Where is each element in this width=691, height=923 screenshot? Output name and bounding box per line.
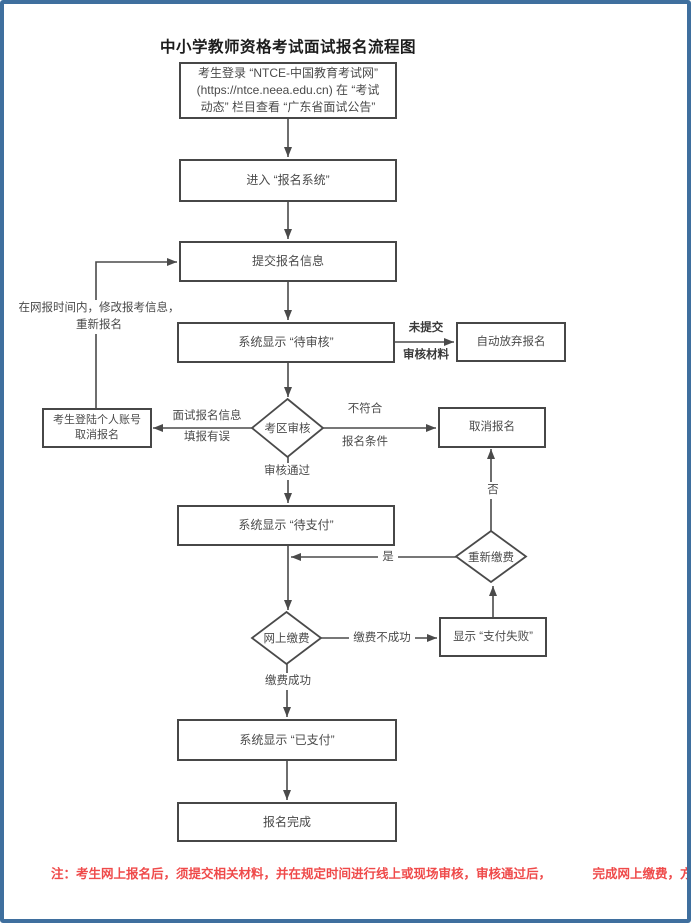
node-status-pending-pay-label: 系统显示 “待支付” xyxy=(238,518,334,533)
node-status-paid-label: 系统显示 “已支付” xyxy=(239,732,335,747)
node-done: 报名完成 xyxy=(177,802,397,842)
edge-label-yes: 是 xyxy=(378,549,398,566)
node-auto-abandon: 自动放弃报名 xyxy=(456,322,566,362)
node-done-label: 报名完成 xyxy=(262,814,311,829)
decision-repay: 重新缴费 xyxy=(468,551,514,564)
node-pay-failed-label: 显示 “支付失败” xyxy=(453,630,533,643)
decision-pay-online: 网上缴费 xyxy=(263,633,310,645)
node-submit-info-label: 提交报名信息 xyxy=(251,254,324,269)
edge-label-info-wrong-line2: 填报有误 xyxy=(184,431,230,443)
edge-label-info-wrong-line1: 面试报名信息 xyxy=(172,410,242,422)
node-status-paid: 系统显示 “已支付” xyxy=(177,719,397,761)
node-login: 考生登录 “NTCE-中国教育考试网” (https://ntce.neea.e… xyxy=(179,62,397,119)
decision-area-review: 考区审核 xyxy=(264,423,311,435)
edge-label-not-submitted-line1: 未提交 xyxy=(408,322,444,334)
edge-label-not-submitted-line2: 审核材料 xyxy=(403,349,449,361)
node-status-pending-review-label: 系统显示 “待审核” xyxy=(238,335,334,350)
node-cancel: 取消报名 xyxy=(438,407,546,448)
node-pay-failed: 显示 “支付失败” xyxy=(439,617,547,657)
node-submit-info: 提交报名信息 xyxy=(179,241,397,282)
edge-label-modify-line1: 在网报时间内，修改报考信息， xyxy=(18,302,180,314)
edge-label-pay-fail: 缴费不成功 xyxy=(349,630,415,647)
decision-area-review-shape xyxy=(250,397,325,459)
node-auto-abandon-label: 自动放弃报名 xyxy=(476,335,546,348)
node-cancel-label: 取消报名 xyxy=(469,421,515,434)
node-login-cancel-line1: 考生登陆个人账号 xyxy=(53,413,141,426)
decision-repay-shape xyxy=(454,529,528,584)
edge-label-modify: 在网报时间内，修改报考信息， 重新报名 xyxy=(12,300,186,334)
footer-note: 注：考生网上报名后，须提交相关材料，并在规定时间进行线上或现场审核，审核通过后，… xyxy=(51,864,688,884)
node-login-line2: (https://ntce.neea.edu.cn) 在 “考试 xyxy=(196,83,380,98)
edge-label-pay-success: 缴费成功 xyxy=(260,673,316,690)
footer-note-line2: 完成网上缴费，方为报名成功。 xyxy=(592,867,688,881)
node-enter-system-label: 进入 “报名系统” xyxy=(246,173,330,188)
edge-label-review-pass: 审核通过 xyxy=(259,463,315,480)
edge-label-no: 否 xyxy=(483,482,503,499)
flow-connectors xyxy=(95,119,528,800)
node-login-line1: 考生登录 “NTCE-中国教育考试网” xyxy=(198,66,378,81)
edge-login-cancel-to-submit xyxy=(95,258,177,409)
node-login-line3: 动态” 栏目查看 “广东省面试公告” xyxy=(200,99,376,114)
node-status-pending-review: 系统显示 “待审核” xyxy=(177,322,395,363)
node-enter-system: 进入 “报名系统” xyxy=(179,159,397,202)
node-status-pending-pay: 系统显示 “待支付” xyxy=(177,505,395,546)
decision-pay-online-shape xyxy=(250,610,323,666)
page-title: 中小学教师资格考试面试报名流程图 xyxy=(159,39,416,56)
edge-label-modify-line2: 重新报名 xyxy=(76,319,122,331)
edge-label-not-qualified-line2: 报名条件 xyxy=(342,436,388,448)
node-login-cancel-line2: 取消报名 xyxy=(75,429,119,441)
footer-note-line1: 注：考生网上报名后，须提交相关材料，并在规定时间进行线上或现场审核，审核通过后， xyxy=(51,867,552,881)
edge-label-not-qualified-line1: 不符合 xyxy=(347,403,383,415)
node-login-cancel: 考生登陆个人账号 取消报名 xyxy=(42,408,152,448)
